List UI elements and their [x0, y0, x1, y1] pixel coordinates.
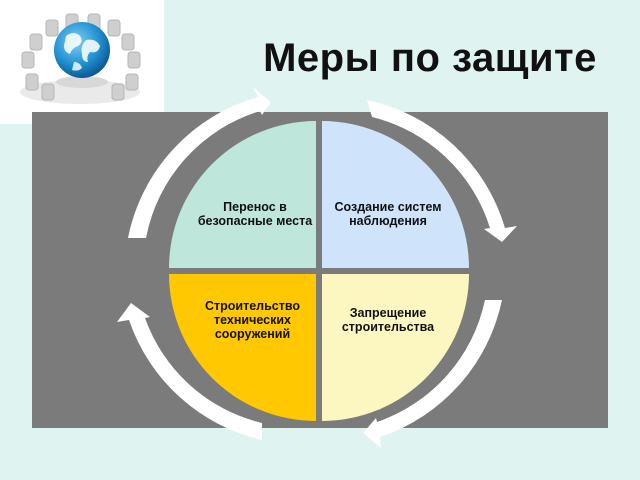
quadrant-label-bottom-left: Строительство технических сооружений [204, 299, 301, 341]
quadrant-bottom-right [322, 274, 469, 421]
quadrant-label-top-right: Создание систем наблюдения [334, 200, 442, 228]
curved-arrow-icon [117, 303, 262, 440]
diagram-panel [32, 112, 608, 428]
quadrant-label-bottom-right: Запрещение строительства [341, 306, 435, 334]
globe-conference-icon [20, 13, 141, 104]
logo-box [0, 0, 164, 124]
quadrant-top-right [322, 121, 469, 268]
curved-arrow-icon [128, 87, 271, 238]
quadrant-top-left [169, 121, 316, 268]
quadrant-bottom-left [169, 274, 316, 421]
curved-arrow-icon [363, 300, 502, 448]
curved-arrow-icon [367, 100, 517, 242]
page-title: Меры по защите [263, 36, 597, 80]
quadrant-label-top-left: Перенос в безопасные места [197, 200, 313, 228]
